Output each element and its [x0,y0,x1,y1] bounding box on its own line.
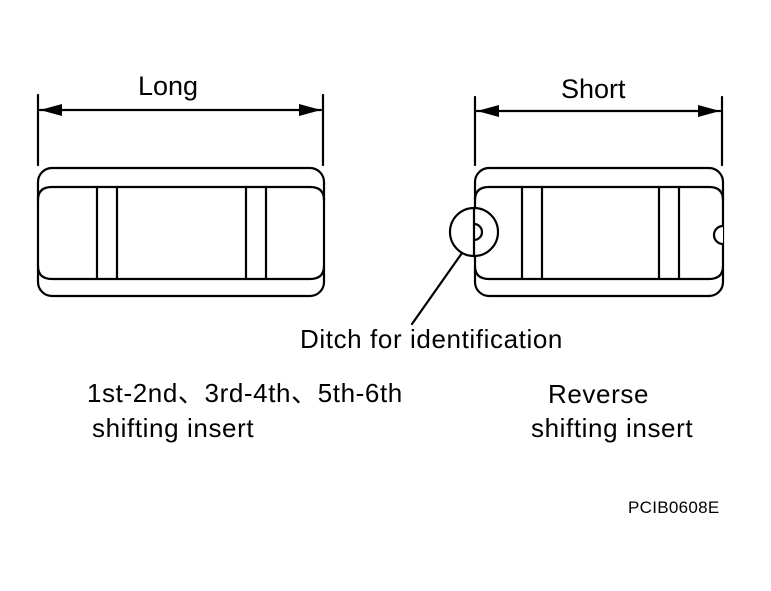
long-insert-outer-body [36,166,326,298]
short-dimension-arrow-right [698,105,720,117]
ditch-magnifier-notch [472,222,484,242]
long-shifting-insert [36,166,326,298]
ditch-callout [410,206,500,326]
ditch-label: Ditch for identification [300,324,563,354]
long-insert-top-edge [36,185,326,202]
short-insert-ditch-right [712,224,725,246]
reverse-insert-label-line2: shifting insert [531,413,694,443]
reverse-insert-label-line1: Reverse [548,379,650,409]
ditch-leader-line [410,251,464,326]
forward-inserts-label-line1: 1st-2nd、3rd-4th、5th-6th [87,378,403,408]
long-dimension-arrow-right [299,104,321,116]
short-dimension-label: Short [561,74,626,104]
short-dimension-arrow-left [477,105,499,117]
long-insert-bottom-edge [36,264,326,281]
long-dimension-label: Long [138,71,199,101]
short-dimension [473,95,724,167]
short-shifting-insert [473,166,725,298]
long-dimension-arrow-left [40,104,62,116]
forward-inserts-label-line2: shifting insert [92,413,255,443]
long-dimension [36,93,325,167]
short-insert-top-edge [473,185,725,202]
figure-code: PCIB0608E [628,498,720,517]
short-insert-bottom-edge [473,264,725,281]
